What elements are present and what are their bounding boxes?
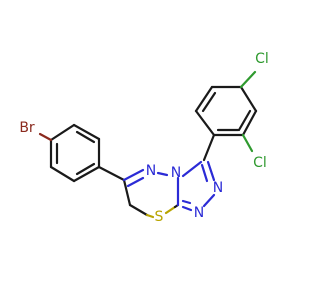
bromine-atom-label: Br [19, 120, 35, 136]
sulfur-atom-label: S [155, 209, 164, 225]
bromophenyl-ring [49, 123, 101, 183]
nitrogen-atom-label-bridge: N [171, 165, 181, 181]
nitrogen-atom-label-triazole-2: N [194, 205, 204, 221]
chlorine-right-atom-label: Cl [253, 155, 267, 171]
aryl-linker-bond [97, 165, 126, 182]
dichlorophenyl-ring [194, 85, 258, 137]
nitrogen-atom-label-triazole-1: N [213, 180, 223, 196]
nitrogen-atom-label-ring: N [146, 163, 156, 179]
dichlorophenyl-linker-bond [202, 133, 216, 162]
chlorine-top-atom-label: Cl [255, 51, 269, 67]
c-br-bond [38, 132, 53, 142]
c-cl-right-bond [241, 133, 254, 153]
molecule-structure: Br Cl Cl S N N N N [19, 51, 269, 225]
c-cl-top-bond [239, 70, 257, 89]
thiadiazine-ring [122, 168, 180, 219]
triazole-ring [176, 160, 216, 212]
